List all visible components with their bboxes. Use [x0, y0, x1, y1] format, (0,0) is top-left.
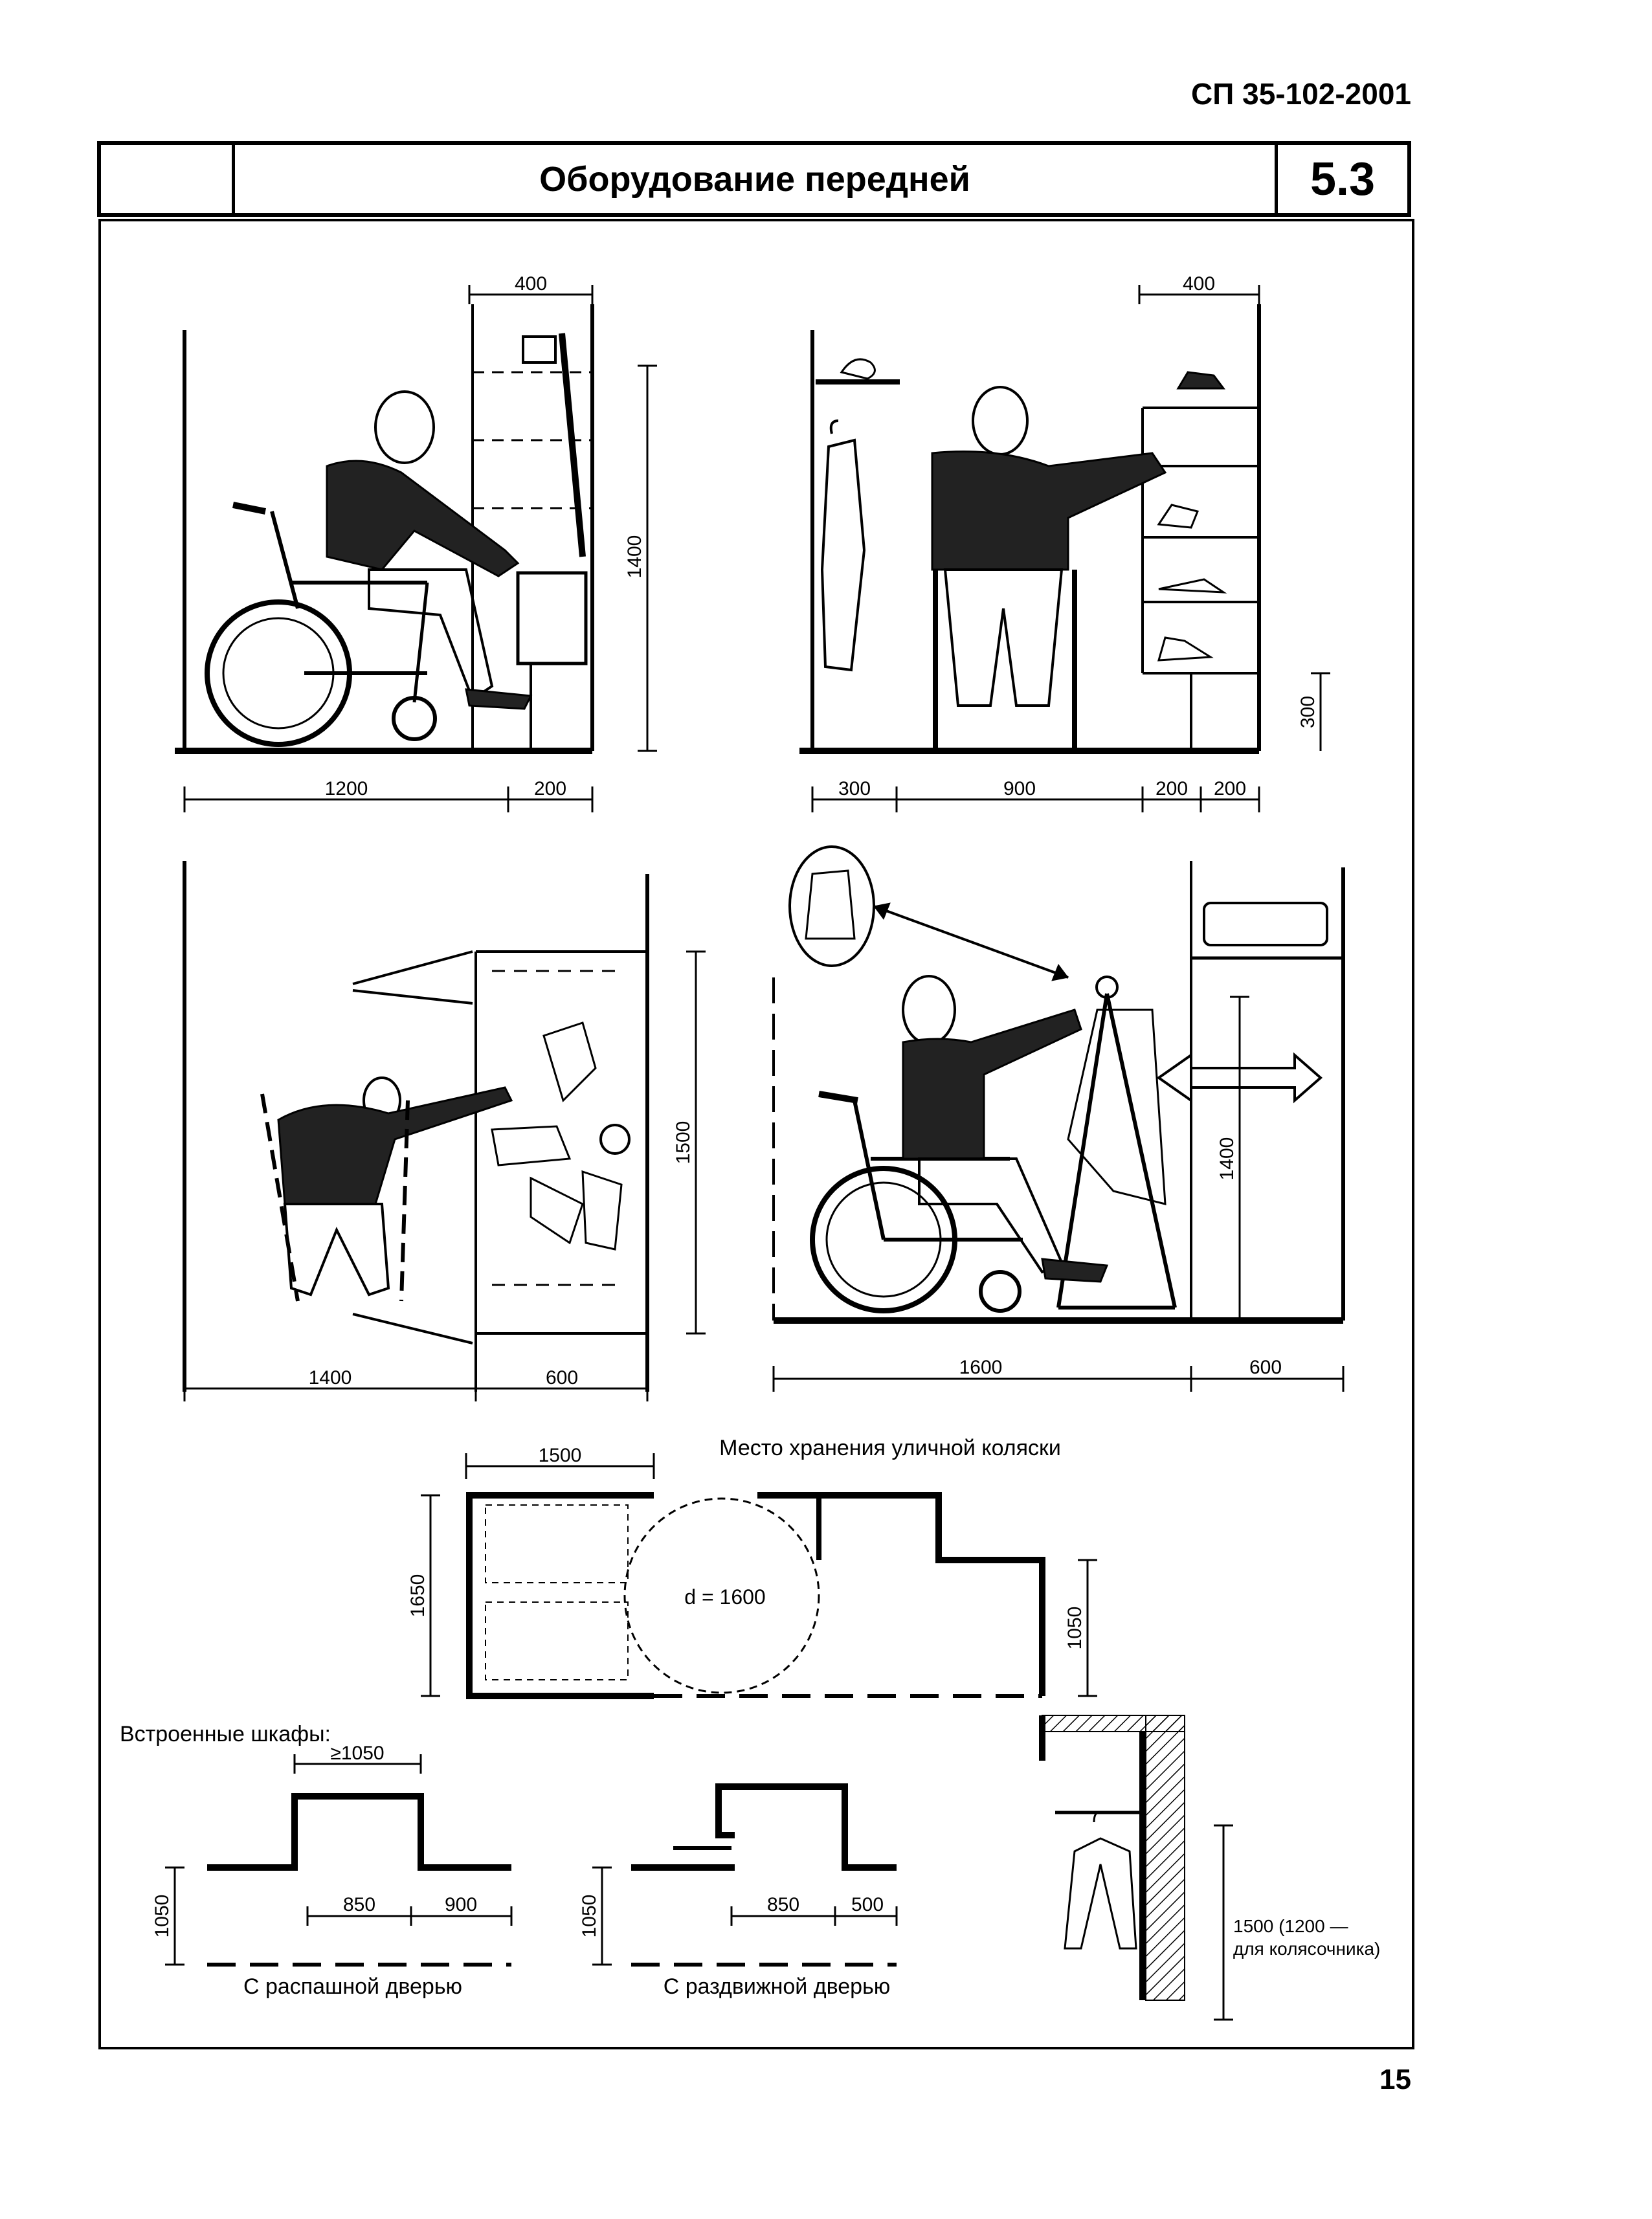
swing-top-dim: ≥1050: [330, 1743, 384, 1764]
page-number: 15: [1379, 2064, 1411, 2095]
header-blank-cell: [101, 145, 235, 213]
p3-height-dim: 1500: [673, 1121, 694, 1165]
turning-circle-label: d = 1600: [684, 1585, 765, 1609]
p2-dim-b: 900: [1003, 778, 1036, 799]
panel-shelves-dimensions: 400 300 300 900 200 200: [811, 273, 1330, 812]
panel-mirror-dimensions: 400 1400 1200 200: [183, 273, 657, 812]
section-title: Оборудование передней: [235, 145, 1278, 213]
stroller-storage-plan: Место хранения уличной коляски 1500 d = …: [407, 1436, 1097, 1699]
sliding-dim-b: 500: [851, 1894, 884, 1915]
p2-top-dim: 400: [1183, 273, 1215, 295]
swing-caption: С распашной дверью: [243, 1974, 462, 1999]
panel-rack-dimensions: 1400 1600 600: [772, 996, 1345, 1392]
swing-dim-a: 850: [343, 1894, 375, 1915]
p3-dim-b: 600: [546, 1367, 578, 1388]
swing-side-dim: 1050: [151, 1895, 173, 1938]
sliding-side-dim: 1050: [579, 1895, 600, 1938]
p1-dim-b: 200: [534, 778, 566, 799]
panel-hanger-dimensions: 1500 1400 600: [183, 950, 706, 1401]
built-in-closets: Встроенные шкафы: ≥1050 850 900 1050 С р…: [120, 1715, 1380, 2021]
p2-dim-a: 300: [838, 778, 871, 799]
built-in-closets-title: Встроенные шкафы:: [120, 1722, 331, 1746]
sliding-dim-a: 850: [767, 1894, 799, 1915]
stroller-width-dim: 1500: [539, 1445, 582, 1466]
p2-dim-c: 200: [1155, 778, 1188, 799]
sliding-caption: С раздвижной дверью: [664, 1974, 891, 1999]
p3-dim-a: 1400: [309, 1367, 352, 1388]
rail-height-label-1: 1500 (1200 —: [1233, 1916, 1348, 1936]
p2-dim-d: 200: [1214, 778, 1246, 799]
stroller-height-dim: 1650: [407, 1574, 429, 1618]
p1-height-dim: 1400: [624, 535, 645, 579]
panel-mobile-rack: [772, 845, 1345, 1324]
section-header: Оборудование передней 5.3: [97, 141, 1411, 217]
stroller-right-dim: 1050: [1064, 1607, 1086, 1650]
p4-dim-a: 1600: [959, 1357, 1003, 1378]
p1-top-dim: 400: [515, 273, 547, 295]
p4-dim-b: 600: [1249, 1357, 1282, 1378]
stroller-storage-title: Место хранения уличной коляски: [719, 1436, 1061, 1460]
p1-dim-a: 1200: [325, 778, 368, 799]
panel-mirror-console: [175, 304, 594, 754]
panel-shelves: [799, 304, 1261, 754]
p4-height-dim: 1400: [1216, 1137, 1238, 1181]
panel-rotating-hanger: [183, 861, 649, 1392]
rail-height-label-2: для колясочника): [1233, 1939, 1380, 1959]
document-code: СП 35-102-2001: [1191, 77, 1411, 111]
section-number: 5.3: [1310, 153, 1376, 205]
drawing-frame: [98, 219, 1414, 2049]
p2-side-dim: 300: [1297, 696, 1319, 728]
swing-dim-b: 900: [445, 1894, 477, 1915]
